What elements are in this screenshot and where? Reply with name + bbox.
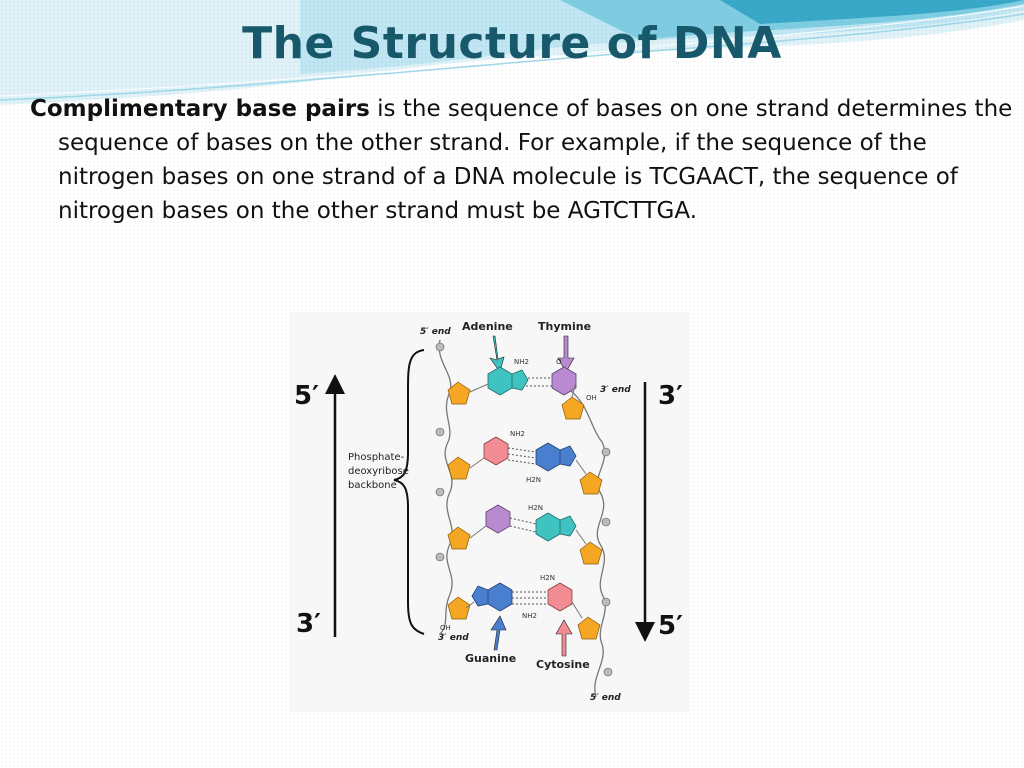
- left-backbone-strand: [438, 339, 453, 635]
- base-pair-adenine-thymine: NH2 O: [469, 358, 577, 398]
- chem-h2n-4: H2N: [540, 574, 555, 582]
- end-5-bottom: 5′ end: [590, 693, 621, 703]
- thymine-base-3: [485, 504, 511, 534]
- label-right-bottom: 5′: [658, 611, 683, 641]
- label-left-top: 5′: [294, 381, 319, 411]
- thymine-base-1: [551, 366, 577, 396]
- adenine-label: Adenine: [462, 320, 513, 333]
- backbone-label-3: backbone: [348, 480, 397, 491]
- cytosine-base-4: [547, 582, 573, 612]
- base-pair-thymine-adenine: H2N: [469, 504, 587, 545]
- paragraph-text: is the sequence of bases on one strand d…: [58, 96, 1013, 224]
- phosphate-groups-left: [435, 342, 445, 562]
- end-3-left: 3′ end: [438, 633, 469, 643]
- chem-nh2-1: NH2: [514, 358, 529, 366]
- backbone-label-2: deoxyribose: [348, 466, 409, 477]
- key-term: Complimentary base pairs: [30, 96, 370, 122]
- cytosine-label: Cytosine: [536, 658, 590, 671]
- dna-diagram-svg: 5′ 3′ 3′ 5′ Phosphate- deoxyribose backb…: [294, 320, 683, 703]
- guanine-label: Guanine: [465, 652, 516, 665]
- adenine-base-3: [535, 512, 577, 542]
- chem-nh2-2: NH2: [510, 430, 525, 438]
- chem-oh-bottom: OH: [440, 624, 451, 632]
- dna-diagram: 5′ 3′ 3′ 5′ Phosphate- deoxyribose backb…: [290, 312, 690, 712]
- sugars-right: [561, 396, 603, 640]
- backbone-label-1: Phosphate-: [348, 452, 405, 463]
- guanine-pointer-arrow: [490, 615, 507, 651]
- chem-oh-top: OH: [586, 394, 597, 402]
- chem-h2n-2: H2N: [526, 476, 541, 484]
- chem-o-1: O: [556, 358, 562, 366]
- right-backbone-strand: [569, 389, 606, 698]
- end-3-right: 3′ end: [600, 385, 631, 395]
- backbone-brace: [393, 349, 425, 635]
- guanine-base-2: [535, 442, 577, 472]
- header-wave-decoration: [0, 0, 1024, 105]
- body-paragraph: Complimentary base pairs is the sequence…: [30, 92, 1018, 228]
- end-5-top: 5′ end: [420, 327, 451, 337]
- label-left-bottom: 3′: [296, 609, 321, 639]
- base-pair-cytosine-guanine: NH2 H2N: [469, 430, 587, 484]
- chem-nh2-4: NH2: [522, 612, 537, 620]
- guanine-base-4: [471, 582, 513, 612]
- thymine-label: Thymine: [538, 320, 591, 333]
- base-pair-guanine-cytosine: H2N NH2: [465, 574, 583, 620]
- cytosine-pointer-arrow: [555, 619, 573, 657]
- cytosine-base-2: [483, 436, 509, 466]
- adenine-pointer-arrow: [489, 335, 505, 373]
- chem-h2n-3: H2N: [528, 504, 543, 512]
- adenine-base-1: [487, 366, 529, 396]
- sugars-left: [447, 381, 471, 620]
- label-right-top: 3′: [658, 381, 683, 411]
- slide-title: The Structure of DNA: [242, 18, 782, 69]
- thymine-pointer-arrow: [557, 335, 575, 373]
- phosphate-groups-right: [601, 447, 613, 677]
